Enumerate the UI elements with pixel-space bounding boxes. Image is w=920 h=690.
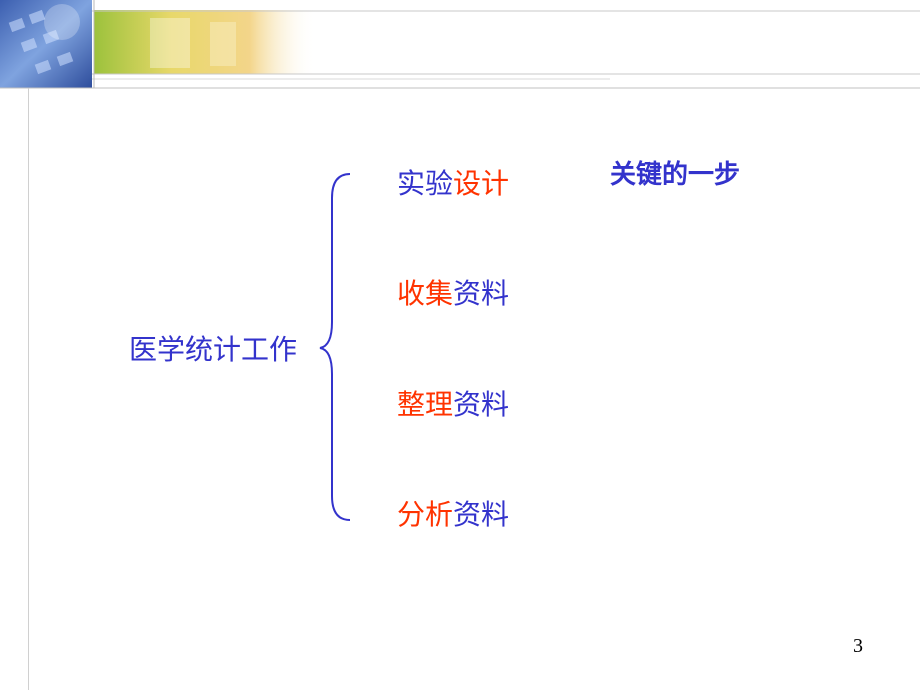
step-1-part1: 实验 [397,167,454,200]
step-3-part2: 资料 [453,388,510,421]
header-banner [0,0,920,89]
step-collect-data: 收集资料 [397,277,509,311]
curly-brace [319,173,351,521]
main-topic: 医学统计工作 [129,333,298,366]
key-step-note: 关键的一步 [610,160,741,190]
step-2-part1: 收集 [397,277,454,310]
step-3-part1: 整理 [397,388,454,421]
step-organize-data: 整理资料 [397,388,509,422]
left-vertical-rule [28,88,29,690]
header-image-right [94,10,316,74]
step-experimental-design: 实验设计 [397,167,509,201]
page-number: 3 [853,635,863,657]
step-1-part2: 设计 [453,167,510,200]
step-2-part2: 资料 [453,277,510,310]
step-4-part2: 资料 [453,498,510,531]
step-4-part1: 分析 [397,498,454,531]
step-analyze-data: 分析资料 [397,498,509,532]
header-image-left [0,0,92,88]
